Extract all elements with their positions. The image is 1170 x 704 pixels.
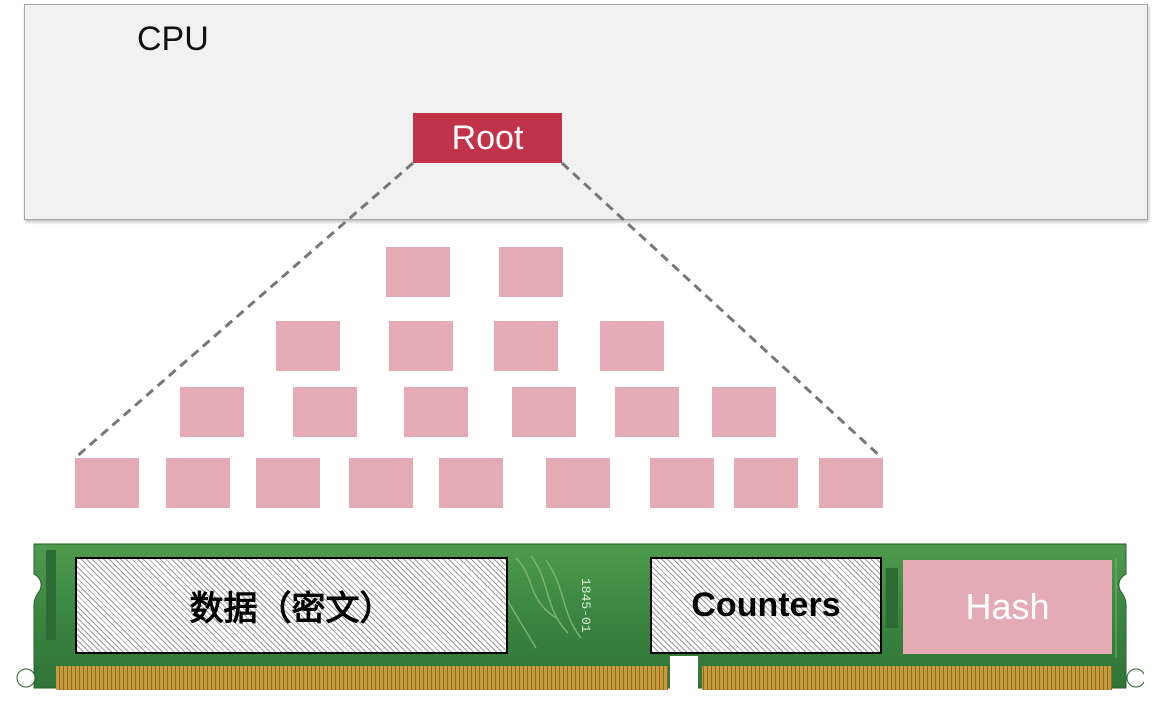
pcb-marking: 1845-01	[578, 578, 593, 633]
tree-node-l4	[734, 458, 798, 508]
tree-node-l3	[180, 387, 244, 437]
tree-node-l4	[439, 458, 503, 508]
tree-node-l1	[499, 247, 563, 297]
tree-outline-right	[560, 161, 884, 460]
tree-node-l4	[75, 458, 139, 508]
hash-block: Hash	[903, 560, 1112, 654]
data-ciphertext-label: 数据（密文）	[189, 590, 394, 628]
tree-node-l2	[494, 321, 558, 371]
counters-label: Counters	[691, 586, 841, 624]
tree-node-l1	[386, 247, 450, 297]
tree-node-l4	[546, 458, 610, 508]
data-ciphertext-block: 数据（密文）	[75, 557, 508, 654]
tree-node-l3	[404, 387, 468, 437]
tree-node-l3	[615, 387, 679, 437]
tree-node-l2	[600, 321, 664, 371]
hash-label: Hash	[965, 586, 1050, 627]
tree-node-l4	[349, 458, 413, 508]
tree-node-l4	[166, 458, 230, 508]
tree-outline-left	[74, 161, 414, 460]
tree-node-l4	[650, 458, 714, 508]
tree-node-l3	[512, 387, 576, 437]
tree-node-l4	[256, 458, 320, 508]
counters-block: Counters	[650, 557, 882, 654]
tree-node-l2	[389, 321, 453, 371]
cpu-label: CPU	[137, 20, 209, 58]
tree-node-l3	[293, 387, 357, 437]
root-node: Root	[413, 113, 562, 163]
tree-node-l3	[712, 387, 776, 437]
tree-node-l4	[819, 458, 883, 508]
tree-node-l2	[276, 321, 340, 371]
